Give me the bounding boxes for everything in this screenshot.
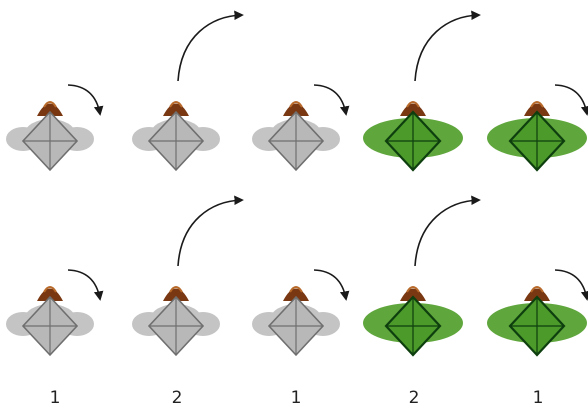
step-labels: 1 2 1 2 1 <box>50 388 544 408</box>
jump-arrow <box>414 195 481 267</box>
head-highlight <box>169 101 183 108</box>
step-label: 1 <box>291 388 302 408</box>
figure-gray <box>252 101 340 172</box>
figure-row <box>6 195 588 357</box>
figure-gray <box>252 286 340 357</box>
head-highlight <box>43 101 57 108</box>
figure-gray <box>132 101 220 172</box>
figure-green <box>363 101 463 172</box>
step-label: 2 <box>172 388 183 408</box>
head-highlight <box>43 286 57 293</box>
head-highlight <box>289 101 303 108</box>
figure-gray <box>6 286 94 357</box>
turn-arrow <box>67 84 104 116</box>
jump-arrow <box>177 195 244 267</box>
figures-layer <box>6 10 588 357</box>
head-highlight <box>289 286 303 293</box>
head-highlight <box>406 286 420 293</box>
turn-arrow <box>313 84 350 116</box>
figure-green <box>487 101 587 172</box>
head-highlight <box>406 101 420 108</box>
figure-green <box>363 286 463 357</box>
turn-arrow <box>67 269 104 301</box>
figure-green <box>487 286 587 357</box>
head-highlight <box>530 101 544 108</box>
step-label: 1 <box>533 388 544 408</box>
head-highlight <box>530 286 544 293</box>
turn-arrow <box>313 269 350 301</box>
step-label: 2 <box>409 388 420 408</box>
jump-arrow <box>177 10 244 82</box>
turn-arrow <box>554 269 588 301</box>
figure-row <box>6 10 588 172</box>
jump-arrow <box>414 10 481 82</box>
figure-gray <box>6 101 94 172</box>
figure-gray <box>132 286 220 357</box>
step-label: 1 <box>50 388 61 408</box>
head-highlight <box>169 286 183 293</box>
turn-arrow <box>554 84 588 116</box>
